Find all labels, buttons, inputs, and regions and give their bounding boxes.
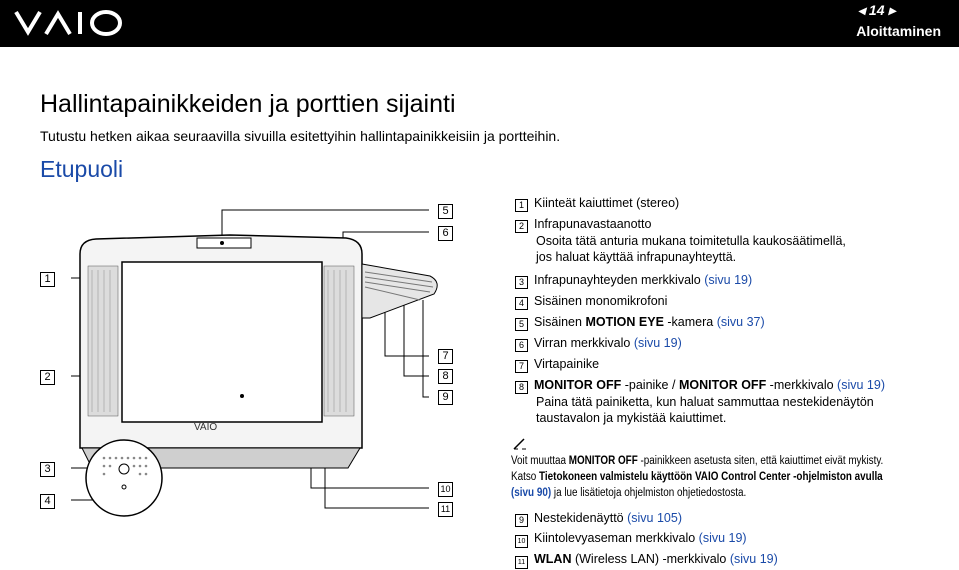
link-sivu-90[interactable]: (sivu 90) [511, 487, 552, 499]
note-line-1: Voit muuttaa MONITOR OFF -painikkeen ase… [511, 455, 884, 467]
callout-11: 11 [438, 502, 453, 517]
intro-text: Tutustu hetken aikaa seuraavilla sivuill… [40, 128, 561, 144]
link-sivu-19[interactable]: (sivu 19) [729, 552, 778, 566]
callout-2: 2 [40, 370, 55, 385]
page-number: ◂ 14 ▸ [858, 2, 896, 18]
prev-page-icon[interactable]: ◂ [858, 2, 866, 18]
callout-7: 7 [438, 349, 453, 364]
device-illustration: VAIO [71, 209, 438, 517]
link-sivu-19[interactable]: (sivu 19) [837, 378, 885, 392]
link-sivu-19[interactable]: (sivu 19) [633, 336, 682, 350]
callout-8: 8 [438, 369, 453, 384]
callout-6: 6 [438, 226, 453, 241]
vaio-logo [14, 10, 122, 36]
link-sivu-19[interactable]: (sivu 19) [704, 273, 753, 287]
header-bar: ◂ 14 ▸ Aloittaminen [0, 0, 959, 47]
callout-1: 1 [40, 272, 55, 287]
note-line-2: Katso Tietokoneen valmistelu käyttöön VA… [511, 471, 883, 483]
callout-9: 9 [438, 390, 453, 405]
callout-3: 3 [40, 462, 55, 477]
section-name: Aloittaminen [856, 23, 941, 39]
note-line-3: (sivu 90) ja lue lisätietoja ohjelmiston… [511, 487, 747, 499]
section-subheading: Etupuoli [40, 156, 124, 182]
next-page-icon[interactable]: ▸ [888, 2, 896, 18]
note-pencil-icon [513, 438, 526, 450]
link-sivu-37[interactable]: (sivu 37) [716, 315, 765, 329]
callout-4: 4 [40, 494, 55, 509]
page-title: Hallintapainikkeiden ja porttien sijaint… [40, 90, 456, 118]
callout-5: 5 [438, 204, 453, 219]
callout-10: 10 [438, 482, 453, 497]
link-sivu-19[interactable]: (sivu 19) [698, 531, 747, 545]
device-vaio-logo: VAIO [194, 422, 217, 433]
link-sivu-105[interactable]: (sivu 105) [627, 511, 682, 525]
